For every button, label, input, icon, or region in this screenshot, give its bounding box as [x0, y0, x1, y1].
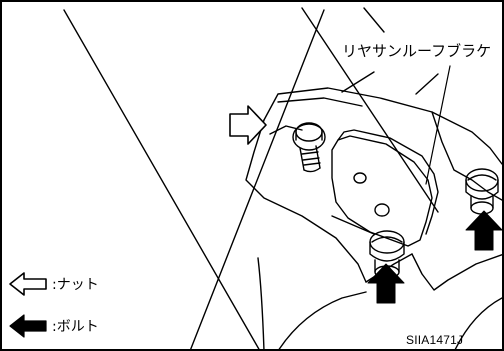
- legend-nut: :ナット: [6, 271, 99, 297]
- bolt-right: [465, 168, 499, 215]
- legend-nut-label: :ナット: [52, 277, 99, 293]
- body-panel-lines: [63, 7, 439, 349]
- callout-leader-line: [425, 65, 451, 185]
- callout-label: リヤサンルーフブラケ: [342, 42, 492, 60]
- nut-stud-upper: [292, 122, 326, 173]
- lower-body-lines: [257, 215, 502, 349]
- bolt-solid-arrow-lower-icon: [367, 263, 405, 304]
- bolt-solid-arrow-right-icon: [465, 210, 502, 251]
- outline-arrow-icon: [9, 272, 47, 296]
- legend-bolt: :ボルト: [6, 313, 99, 339]
- figure-code: SIIA1471J: [406, 333, 464, 347]
- solid-arrow-icon: [9, 314, 47, 338]
- bracket-block: [331, 129, 439, 247]
- nut-outline-arrow-icon: [229, 105, 267, 145]
- legend-bolt-label: :ボルト: [52, 319, 99, 335]
